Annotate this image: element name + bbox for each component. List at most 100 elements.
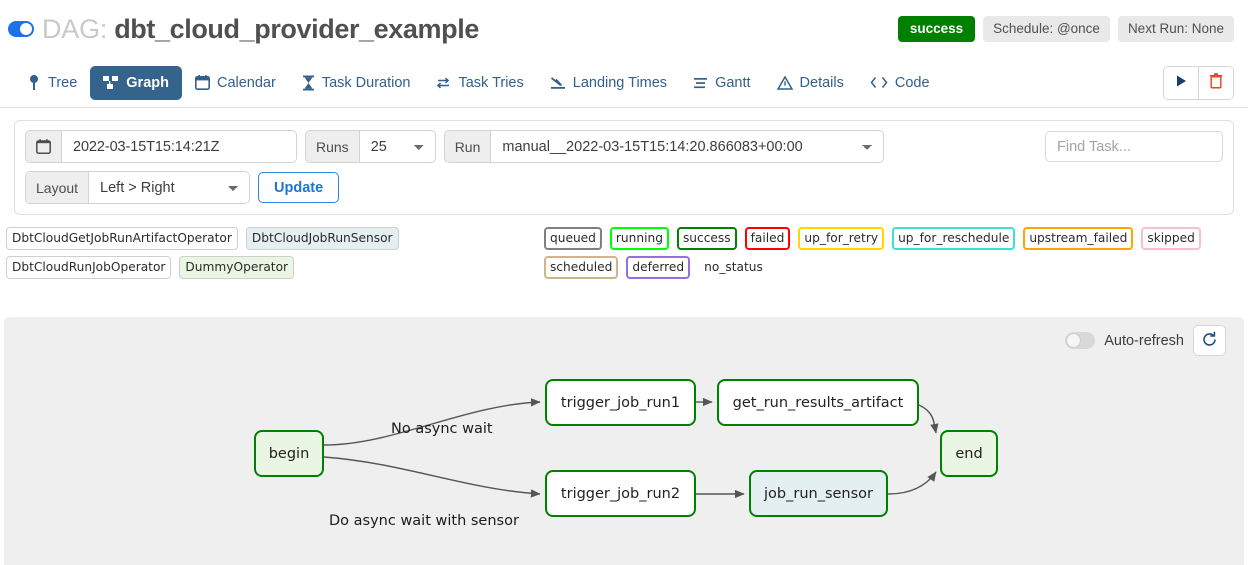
task-node-label: job_run_sensor (764, 485, 873, 502)
calendar-icon[interactable] (26, 131, 62, 162)
edge-label-do-async-wait: Do async wait with sensor (329, 513, 519, 529)
search-input[interactable] (1045, 131, 1223, 162)
refresh-icon (1201, 331, 1218, 351)
hourglass-icon (302, 75, 315, 91)
header-badges: success Schedule: @once Next Run: None (897, 15, 1234, 43)
state-pill-skipped[interactable]: skipped (1141, 227, 1201, 251)
task-node-label: trigger_job_run1 (560, 394, 681, 411)
runs-group: Runs 25 (305, 130, 436, 163)
operator-pill[interactable]: DbtCloudJobRunSensor (245, 227, 399, 251)
edge-sensor-end (887, 471, 937, 495)
state-pill-failed[interactable]: failed (744, 227, 791, 251)
dag-label: DAG: (42, 13, 108, 44)
tab-label: Task Duration (321, 74, 411, 91)
task-node-job_run_sensor[interactable]: job_run_sensor (749, 470, 888, 517)
dag-pause-toggle[interactable] (8, 21, 34, 37)
operator-pill[interactable]: DbtCloudRunJobOperator (6, 256, 172, 280)
tab-label: Landing Times (572, 74, 668, 91)
task-node-begin[interactable]: begin (254, 430, 324, 477)
task-node-label: trigger_job_run2 (560, 485, 681, 502)
legend-area: DbtCloudGetJobRunArtifactOperator DbtClo… (0, 215, 1248, 283)
graph-edges (323, 397, 939, 499)
operator-pill[interactable]: DummyOperator (179, 256, 295, 280)
tab-tree[interactable]: Tree (14, 66, 90, 100)
delete-dag-button[interactable] (1199, 66, 1233, 99)
play-icon (1175, 74, 1188, 91)
landing-icon (550, 76, 566, 90)
trigger-dag-button[interactable] (1164, 66, 1198, 99)
tab-task-tries[interactable]: Task Tries (423, 66, 536, 100)
schedule-badge[interactable]: Schedule: @once (983, 15, 1110, 43)
filter-row-bottom: Layout Left > Right Update (25, 171, 1223, 204)
graph-icon (103, 75, 119, 90)
run-group: Run manual__2022-03-15T15:14:20.866083+0… (443, 130, 885, 163)
task-node-label: begin (268, 445, 310, 462)
status-badge: success (897, 15, 976, 43)
canvas-tools: Auto-refresh (1065, 325, 1226, 356)
action-separator (1198, 66, 1199, 99)
tab-graph[interactable]: Graph (90, 65, 182, 100)
task-node-end[interactable]: end (940, 430, 998, 477)
view-tabs: Tree Graph Calendar Task Duration Task T… (0, 58, 1248, 108)
task-node-label: get_run_results_artifact (732, 394, 904, 411)
trash-icon (1209, 73, 1223, 92)
gantt-icon (693, 76, 708, 90)
tab-label: Tree (48, 74, 78, 91)
graph-canvas[interactable]: Auto-refresh begin trigger_job_run1 (4, 317, 1244, 565)
tab-label: Task Tries (458, 74, 524, 91)
edge-label-no-async-wait: No async wait (391, 421, 493, 437)
run-select[interactable]: manual__2022-03-15T15:14:20.866083+00:00 (491, 131, 884, 162)
state-pill-no-status[interactable]: no_status (704, 260, 763, 275)
auto-refresh-toggle[interactable] (1065, 332, 1096, 349)
tab-details[interactable]: Details (764, 66, 857, 100)
tab-label: Graph (126, 74, 169, 91)
state-pill-up-for-retry[interactable]: up_for_retry (798, 227, 885, 251)
state-pill-upstream-failed[interactable]: upstream_failed (1023, 227, 1134, 251)
state-pill-scheduled[interactable]: scheduled (544, 256, 619, 280)
code-icon (870, 76, 888, 89)
layout-label: Layout (26, 172, 90, 203)
base-date-group (25, 130, 297, 163)
task-node-get_run_results_artifact[interactable]: get_run_results_artifact (717, 379, 919, 426)
toggle-knob (1067, 334, 1081, 347)
edge-artifact-end (918, 404, 939, 434)
task-node-trigger_job_run1[interactable]: trigger_job_run1 (545, 379, 696, 426)
layout-group: Layout Left > Right (25, 171, 251, 204)
task-node-label: end (955, 445, 983, 462)
runs-select[interactable]: 25 (359, 131, 435, 162)
toggle-knob (20, 23, 32, 35)
page-title: dbt_cloud_provider_example (114, 13, 479, 44)
dag-header: DAG: dbt_cloud_provider_example success … (0, 0, 1248, 58)
tab-task-duration[interactable]: Task Duration (289, 66, 424, 100)
layout-select[interactable]: Left > Right (89, 172, 250, 203)
tab-label: Gantt (715, 74, 751, 91)
state-pill-up-for-reschedule[interactable]: up_for_reschedule (892, 227, 1016, 251)
edge-begin-trigger1 (323, 398, 541, 446)
operator-pill[interactable]: DbtCloudGetJobRunArtifactOperator (6, 227, 238, 251)
state-pill-deferred[interactable]: deferred (626, 256, 691, 280)
filter-card: Runs 25 Run manual__2022-03-15T15:14:20.… (14, 120, 1234, 215)
task-node-trigger_job_run2[interactable]: trigger_job_run2 (545, 470, 696, 517)
tab-label: Details (799, 74, 844, 91)
edge-begin-trigger2 (323, 456, 541, 498)
tab-label: Code (894, 74, 930, 91)
update-button[interactable]: Update (258, 172, 340, 203)
warning-triangle-icon (776, 75, 793, 90)
state-pill-running[interactable]: running (609, 227, 669, 251)
base-date-input[interactable] (62, 131, 296, 162)
runs-label: Runs (306, 131, 360, 162)
refresh-button[interactable] (1193, 325, 1226, 356)
tab-gantt[interactable]: Gantt (680, 66, 763, 100)
operator-legend: DbtCloudGetJobRunArtifactOperator DbtClo… (6, 227, 540, 280)
tab-landing-times[interactable]: Landing Times (537, 66, 680, 100)
state-pill-queued[interactable]: queued (544, 227, 602, 251)
tab-label: Calendar (216, 74, 276, 91)
state-pill-success[interactable]: success (676, 227, 737, 251)
tab-code[interactable]: Code (857, 66, 943, 100)
state-legend: queued running success failed up_for_ret… (540, 227, 1242, 280)
retry-icon (436, 76, 451, 90)
run-label: Run (444, 131, 492, 162)
dag-actions (1163, 65, 1234, 100)
auto-refresh-label: Auto-refresh (1104, 332, 1184, 349)
tab-calendar[interactable]: Calendar (182, 66, 289, 100)
